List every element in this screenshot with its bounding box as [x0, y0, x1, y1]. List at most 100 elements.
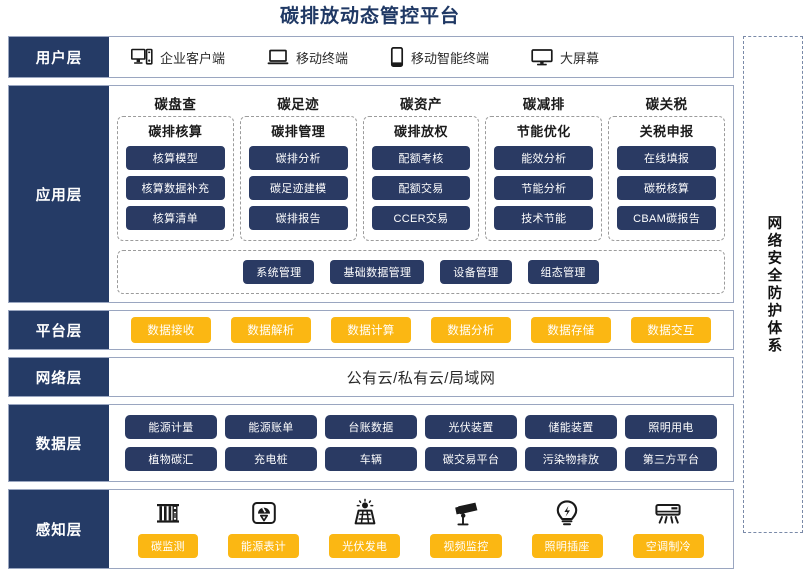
app-feature-chip[interactable]: 碳足迹建模	[248, 176, 348, 200]
management-chip-system[interactable]: 系统管理	[243, 260, 315, 284]
lightbulb-icon	[552, 498, 582, 528]
sense-chip-label[interactable]: 碳监测	[138, 534, 198, 558]
platform-chip-data-compute[interactable]: 数据计算	[331, 317, 411, 343]
layer-body-platform: 数据接收 数据解析 数据计算 数据分析 数据存储 数据交互	[109, 311, 733, 349]
data-chip-plant-carbon-sink[interactable]: 植物碳汇	[125, 447, 217, 471]
app-feature-chip[interactable]: 碳排报告	[248, 206, 348, 230]
sense-chip-label[interactable]: 光伏发电	[329, 534, 401, 558]
platform-chip-data-exchange[interactable]: 数据交互	[631, 317, 711, 343]
app-feature-chip[interactable]: 核算模型	[126, 146, 225, 170]
user-item-enterprise-client[interactable]: 企业客户端	[131, 48, 225, 67]
app-column-carbon-inventory: 碳盘查 碳排核算 核算模型 核算数据补充 核算清单	[117, 93, 234, 241]
app-column-group: 碳排管理 碳排分析 碳足迹建模 碳排报告	[239, 116, 357, 241]
smartphone-icon	[390, 47, 404, 67]
sense-item-lighting-socket[interactable]: 照明插座	[531, 498, 603, 558]
user-item-label: 企业客户端	[160, 50, 226, 66]
layer-application: 应用层 碳盘查 碳排核算 核算模型 核算数据补充 核算清单 碳足迹	[8, 85, 734, 303]
platform-chip-data-receive[interactable]: 数据接收	[131, 317, 211, 343]
app-feature-chip[interactable]: 技术节能	[494, 206, 594, 230]
data-chip-pv-device[interactable]: 光伏装置	[425, 415, 517, 439]
air-conditioner-icon	[653, 498, 683, 528]
app-column-title: 碳关税	[645, 97, 688, 112]
data-chip-vehicle[interactable]: 车辆	[325, 447, 417, 471]
app-column-group: 碳排核算 核算模型 核算数据补充 核算清单	[117, 116, 234, 241]
laptop-icon	[267, 48, 289, 66]
carbon-monitor-icon	[153, 498, 183, 528]
layer-label-network: 网络层	[9, 358, 109, 396]
app-column-carbon-reduction: 碳减排 节能优化 能效分析 节能分析 技术节能	[485, 93, 603, 241]
app-feature-chip[interactable]: 在线填报	[617, 146, 716, 170]
app-column-carbon-footprint: 碳足迹 碳排管理 碳排分析 碳足迹建模 碳排报告	[239, 93, 357, 241]
app-column-group: 碳排放权 配额考核 配额交易 CCER交易	[362, 116, 480, 241]
sense-item-energy-meter[interactable]: 能源表计	[227, 498, 300, 558]
user-item-mobile-terminal[interactable]: 移动终端	[267, 48, 348, 67]
app-column-group: 节能优化 能效分析 节能分析 技术节能	[485, 116, 603, 241]
data-chip-lighting-power[interactable]: 照明用电	[625, 415, 717, 439]
app-feature-chip[interactable]: CBAM碳报告	[617, 206, 716, 230]
app-column-subtitle: 关税申报	[639, 124, 694, 139]
layer-label-sense: 感知层	[9, 490, 109, 568]
management-chip-device[interactable]: 设备管理	[440, 260, 512, 284]
sense-chip-label[interactable]: 能源表计	[227, 534, 300, 558]
layer-label-platform: 平台层	[9, 311, 109, 349]
data-chip-third-party-platform[interactable]: 第三方平台	[625, 447, 717, 471]
sense-chip-label[interactable]: 视频监控	[430, 534, 502, 558]
application-columns: 碳盘查 碳排核算 核算模型 核算数据补充 核算清单 碳足迹 碳排管理 碳排分析	[117, 93, 725, 241]
app-column-title: 碳资产	[399, 97, 442, 112]
cctv-camera-icon	[451, 498, 481, 528]
data-chip-energy-metering[interactable]: 能源计量	[125, 415, 217, 439]
platform-chip-data-parse[interactable]: 数据解析	[231, 317, 311, 343]
layer-user: 用户层 企业客户端	[8, 36, 734, 78]
layer-data: 数据层 能源计量 能源账单 台账数据 光伏装置 储能装置 照明用电 植物碳汇 充…	[8, 404, 734, 482]
desktop-tower-icon	[131, 48, 153, 66]
app-column-subtitle: 碳排放权	[393, 124, 448, 139]
app-feature-chip[interactable]: 能效分析	[494, 146, 594, 170]
page-title: 碳排放动态管控平台	[279, 6, 460, 27]
data-chip-energy-bill[interactable]: 能源账单	[225, 415, 317, 439]
layer-body-network: 公有云/私有云/局域网	[109, 358, 733, 396]
user-item-label: 移动终端	[296, 50, 349, 66]
layer-label-application: 应用层	[9, 86, 109, 302]
network-text: 公有云/私有云/局域网	[346, 369, 496, 387]
sense-item-carbon-monitoring[interactable]: 碳监测	[138, 498, 198, 558]
layer-stack: 用户层 企业客户端	[8, 36, 734, 576]
sense-chip-label[interactable]: 照明插座	[531, 534, 603, 558]
app-feature-chip[interactable]: 节能分析	[494, 176, 594, 200]
app-column-title: 碳减排	[522, 97, 565, 112]
app-column-carbon-tariff: 碳关税 关税申报 在线填报 碳税核算 CBAM碳报告	[608, 93, 725, 241]
app-feature-chip[interactable]: CCER交易	[371, 206, 471, 230]
user-item-label: 大屏幕	[560, 50, 600, 66]
energy-meter-icon	[249, 498, 279, 528]
app-feature-chip[interactable]: 碳税核算	[617, 176, 716, 200]
data-chip-charging-pile[interactable]: 充电桩	[225, 447, 317, 471]
app-column-subtitle: 碳排管理	[271, 124, 326, 139]
management-chip-configuration[interactable]: 组态管理	[527, 260, 599, 284]
sense-item-pv-generation[interactable]: 光伏发电	[329, 498, 401, 558]
app-column-subtitle: 碳排核算	[148, 124, 203, 139]
network-security-band: 网络安全防护体系	[743, 36, 803, 533]
app-column-title: 碳足迹	[277, 97, 320, 112]
app-column-subtitle: 节能优化	[516, 124, 571, 139]
layer-body-user: 企业客户端 移动终端	[109, 37, 733, 77]
user-item-smart-mobile-terminal[interactable]: 移动智能终端	[390, 47, 489, 67]
sense-chip-label[interactable]: 空调制冷	[632, 534, 704, 558]
layer-sense: 感知层 碳	[8, 489, 734, 569]
sense-item-video-surveillance[interactable]: 视频监控	[430, 498, 502, 558]
management-chip-basic-data[interactable]: 基础数据管理	[330, 260, 425, 284]
app-feature-chip[interactable]: 核算清单	[126, 206, 225, 230]
platform-chip-data-storage[interactable]: 数据存储	[531, 317, 611, 343]
platform-chip-data-analysis[interactable]: 数据分析	[431, 317, 511, 343]
data-chip-storage-device[interactable]: 储能装置	[525, 415, 617, 439]
user-item-big-screen[interactable]: 大屏幕	[531, 48, 599, 67]
app-column-title: 碳盘查	[154, 97, 197, 112]
app-feature-chip[interactable]: 配额交易	[371, 176, 471, 200]
data-chip-pollutant-emission[interactable]: 污染物排放	[525, 447, 617, 471]
app-feature-chip[interactable]: 核算数据补充	[126, 176, 225, 200]
sense-item-air-conditioning[interactable]: 空调制冷	[632, 498, 704, 558]
solar-panel-icon	[350, 498, 380, 528]
data-chip-carbon-trading-platform[interactable]: 碳交易平台	[425, 447, 517, 471]
network-security-label: 网络安全防护体系	[765, 214, 782, 355]
app-feature-chip[interactable]: 碳排分析	[248, 146, 348, 170]
data-chip-ledger-data[interactable]: 台账数据	[325, 415, 417, 439]
app-feature-chip[interactable]: 配额考核	[371, 146, 471, 170]
